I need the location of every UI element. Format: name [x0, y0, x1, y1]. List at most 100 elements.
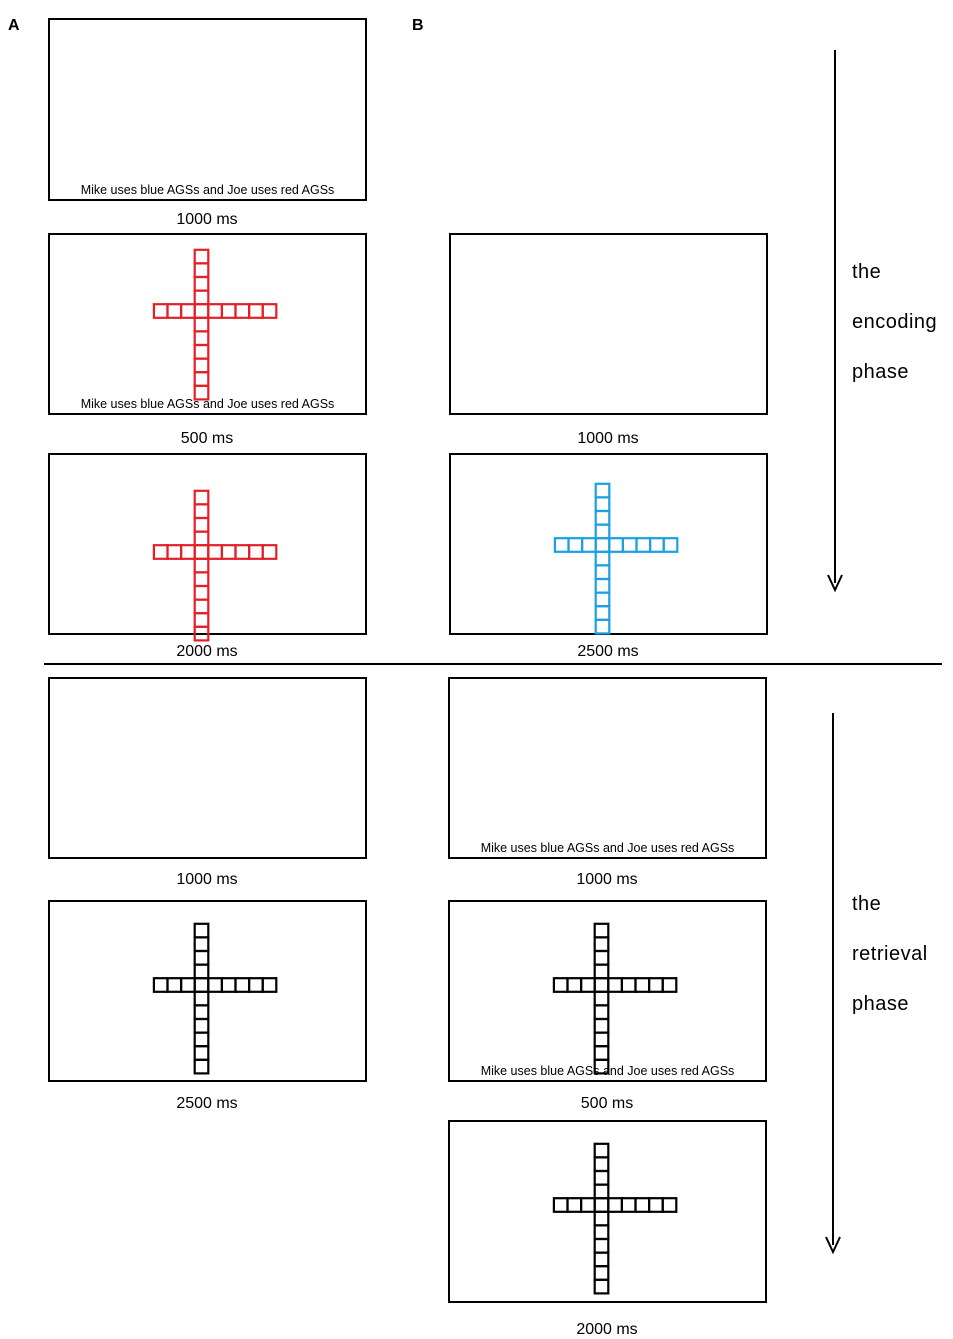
cross-stimulus-blue: [553, 482, 679, 635]
grid-cell: [193, 977, 210, 993]
duration-label: 1000 ms: [577, 430, 639, 447]
panel-label-b: B: [412, 17, 424, 34]
grid-cell: [207, 303, 224, 319]
screen-a3: [48, 453, 367, 642]
screen-b6: [448, 1120, 767, 1303]
grid-cell: [594, 564, 611, 581]
cross-stimulus-black: [552, 1142, 678, 1295]
instruction-caption: Mike uses blue AGSs and Joe uses red AGS…: [80, 397, 335, 411]
grid-cell: [593, 1169, 610, 1186]
grid-cell: [593, 1251, 610, 1268]
encoding-phase-label-line1: the: [852, 261, 882, 283]
grid-cell: [594, 577, 611, 594]
grid-cell: [593, 963, 610, 980]
grid-cell: [193, 1004, 210, 1021]
instruction-caption: Mike uses blue AGSs and Joe uses red AGS…: [80, 183, 335, 197]
grid-cell: [607, 1197, 624, 1213]
grid-cell: [593, 1183, 610, 1200]
grid-cell: [193, 584, 210, 601]
duration-label: 1000 ms: [176, 871, 238, 888]
grid-cell: [261, 303, 278, 319]
grid-cell: [193, 530, 210, 547]
grid-cell: [662, 537, 679, 553]
grid-cell: [166, 544, 183, 560]
grid-cell: [593, 1045, 610, 1061]
grid-cell: [593, 990, 610, 1007]
grid-cell: [593, 1278, 610, 1295]
grid-cell: [635, 537, 652, 553]
grid-cell: [661, 1197, 678, 1213]
grid-cell: [594, 605, 611, 621]
grid-cell: [193, 949, 210, 966]
grid-cell: [593, 1004, 610, 1021]
retrieval-phase-label-line1: the: [852, 893, 882, 915]
cross-stimulus-black: [552, 922, 678, 1075]
grid-cell: [581, 537, 597, 553]
grid-cell: [220, 544, 237, 560]
grid-cell: [593, 922, 610, 939]
grid-cell: [593, 1142, 610, 1159]
duration-label: 500 ms: [180, 430, 234, 447]
grid-cell: [193, 262, 210, 279]
grid-cell: [593, 1017, 610, 1034]
grid-cell: [608, 537, 625, 553]
grid-cell: [193, 922, 210, 939]
encoding-phase-label-line3: phase: [852, 361, 909, 383]
duration-label: 2500 ms: [176, 1095, 238, 1112]
grid-cell: [193, 1058, 210, 1075]
grid-cell: [220, 977, 237, 993]
grid-cell: [593, 977, 610, 993]
grid-cell: [594, 523, 611, 540]
grid-cell: [594, 537, 611, 553]
grid-cell: [193, 598, 210, 615]
grid-cell: [553, 537, 570, 553]
grid-cell: [193, 371, 210, 387]
cross-stimulus-red: [152, 489, 278, 642]
grid-cell: [207, 977, 224, 993]
duration-label: 2000 ms: [176, 643, 238, 660]
screen-a4: [48, 677, 367, 859]
grid-cell: [649, 537, 665, 553]
grid-cell: [593, 1197, 610, 1213]
grid-cell: [193, 936, 210, 953]
grid-cell: [193, 303, 210, 319]
grid-cell: [207, 544, 224, 560]
grid-cell: [552, 977, 569, 993]
grid-cell: [193, 330, 210, 347]
grid-cell: [580, 977, 596, 993]
duration-label: 500 ms: [580, 1095, 634, 1112]
duration-label: 2000 ms: [576, 1321, 638, 1338]
grid-cell: [193, 289, 210, 306]
grid-cell: [180, 303, 196, 319]
grid-cell: [166, 977, 183, 993]
grid-cell: [593, 1265, 610, 1281]
grid-cell: [261, 544, 278, 560]
grid-cell: [193, 275, 210, 292]
retrieval-time-arrow: [825, 713, 841, 1255]
grid-cell: [248, 303, 264, 319]
screen-a2: Mike uses blue AGSs and Joe uses red AGS…: [48, 233, 367, 415]
grid-cell: [166, 303, 183, 319]
grid-cell: [607, 977, 624, 993]
grid-cell: [594, 496, 611, 513]
screen-b3: [449, 453, 768, 635]
grid-cell: [234, 303, 251, 319]
grid-cell: [594, 482, 611, 499]
duration-label: 1000 ms: [176, 211, 238, 228]
grid-cell: [594, 591, 611, 608]
grid-cell: [593, 1031, 610, 1048]
screen-a5: [48, 900, 367, 1082]
instruction-caption: Mike uses blue AGSs and Joe uses red AGS…: [480, 1064, 735, 1078]
grid-cell: [193, 248, 210, 265]
grid-cell: [193, 1017, 210, 1034]
grid-cell: [193, 612, 210, 628]
instruction-caption: Mike uses blue AGSs and Joe uses red AGS…: [480, 841, 735, 855]
grid-cell: [193, 489, 210, 506]
screen-b4: Mike uses blue AGSs and Joe uses red AGS…: [448, 677, 767, 859]
grid-cell: [180, 544, 196, 560]
grid-cell: [634, 977, 651, 993]
grid-cell: [193, 990, 210, 1007]
grid-cell: [193, 544, 210, 560]
grid-cell: [552, 1197, 569, 1213]
grid-cell: [593, 1224, 610, 1241]
